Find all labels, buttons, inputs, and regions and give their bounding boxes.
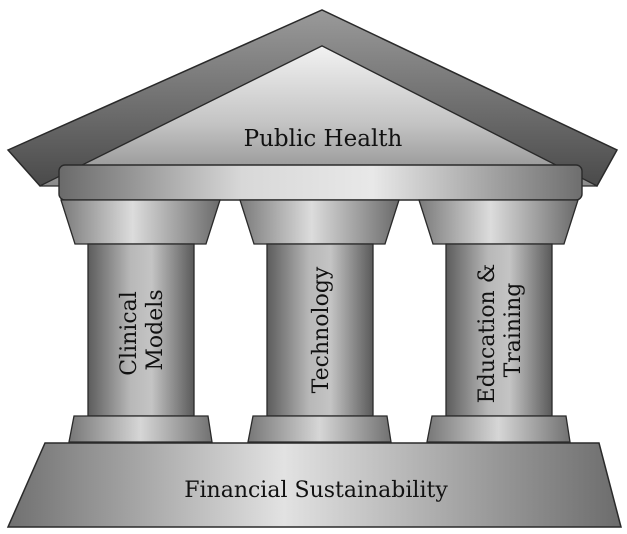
pillar-label-line1: Technology: [309, 266, 334, 393]
pillar-foot: [426, 415, 571, 443]
pillar-technology: Technology: [239, 199, 400, 443]
foundation: Financial Sustainability: [6, 442, 622, 528]
roof: Public Health: [6, 9, 619, 187]
pillar-capital: [60, 199, 221, 245]
pillar-shaft: [87, 243, 195, 417]
pillar-label: Education & Training: [475, 257, 526, 404]
pillar-foot: [68, 415, 213, 443]
foundation-label: Financial Sustainability: [184, 478, 448, 503]
pillar-label: Technology: [309, 266, 334, 393]
pillar-capital: [418, 199, 579, 245]
pillar-education-training: Education & Training: [418, 199, 579, 443]
entablature-beam: [58, 164, 583, 201]
pillar-foot: [247, 415, 392, 443]
pillar-label: Clinical Models: [117, 284, 168, 376]
pillar-label-line2: Training: [501, 283, 526, 378]
pillar-capital: [239, 199, 400, 245]
pillar-shaft: [445, 243, 553, 417]
pillar-label-line2: Models: [143, 289, 168, 370]
pillar-label-line1: Education &: [475, 264, 500, 404]
pillar-label-line1: Clinical: [117, 291, 142, 376]
roof-label: Public Health: [244, 126, 403, 152]
foundation-block: [6, 442, 622, 528]
pillar-shaft: [266, 243, 374, 417]
pillar-clinical-models: Clinical Models: [60, 199, 221, 443]
